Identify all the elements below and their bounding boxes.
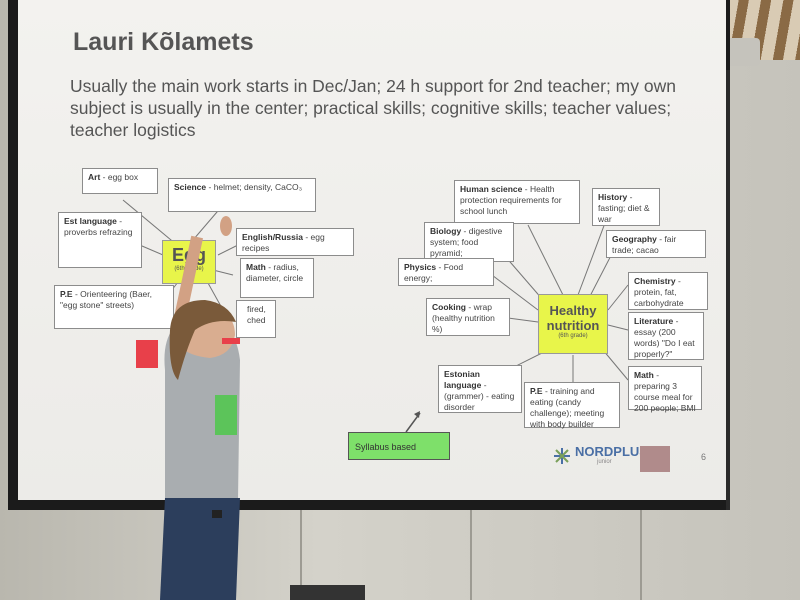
node-title: Cooking	[432, 302, 466, 312]
node-text: - wrap (healthy nutrition %)	[432, 302, 495, 334]
egg-node-english: English/Russia - egg recipes	[236, 228, 354, 256]
node-title: Science	[174, 182, 207, 192]
nutrition-node-literature: Literature - essay (200 words) "Do I eat…	[628, 312, 704, 360]
monitor-top	[290, 585, 365, 600]
node-title: Math	[246, 262, 266, 272]
node-title: English/Russia	[242, 232, 303, 242]
node-text: - radius, diameter, circle	[246, 262, 304, 283]
presenter-hoodie	[164, 315, 240, 505]
nutrition-node-cooking: Cooking - wrap (healthy nutrition %)	[426, 298, 510, 336]
node-title: Estonian language	[444, 369, 482, 390]
slide-number: 6	[701, 452, 707, 462]
node-text: - proverbs refrazing	[64, 216, 133, 237]
node-title: Human science	[460, 184, 523, 194]
node-title: History	[598, 192, 628, 202]
nutrition-node-pe: P.E - training and eating (candy challen…	[524, 382, 620, 429]
nutrition-node-physics: Physics - Food energy;	[398, 258, 494, 286]
node-title: Geography	[612, 234, 657, 244]
node-title: Math	[634, 370, 654, 380]
logo-sub: junior	[597, 459, 612, 465]
projected-slide: Lauri Kõlamets Usually the main work sta…	[18, 0, 726, 500]
egg-node-science: Science - helmet; density, CaCO₃	[168, 178, 316, 212]
node-text: - digestive system; food pyramid;	[430, 226, 503, 258]
egg-node-est-language: Est language - proverbs refrazing	[58, 212, 142, 268]
node-text: - training and eating (candy challenge);…	[530, 386, 605, 429]
node-title: Art	[88, 172, 101, 182]
node-title: Chemistry	[634, 276, 676, 286]
wall-panel-seam	[470, 505, 472, 600]
node-title: Est language	[64, 216, 117, 226]
slide-subtitle: Usually the main work starts in Dec/Jan;…	[70, 76, 676, 140]
wristwatch	[212, 510, 222, 518]
node-text: - egg box	[102, 172, 139, 182]
node-text: - preparing 3 course meal for 200 people…	[634, 370, 696, 413]
presenter-hair	[169, 300, 236, 380]
nutrition-node-estonian: Estonian language - (grammer) - eating d…	[438, 365, 522, 413]
presenter-jeans	[160, 498, 240, 600]
nutrition-node-human-science: Human science - Health protection requir…	[454, 180, 580, 224]
nordplus-logo: NORDPLUS junior	[575, 444, 648, 465]
node-text: - fair trade; cacao	[612, 234, 677, 255]
egg-node-math: Math - radius, diameter, circle	[240, 258, 314, 298]
node-title: P.E	[60, 289, 73, 299]
node-title: Biology	[430, 226, 462, 236]
nordplus-star-icon	[554, 448, 570, 464]
center-label: Healthy nutrition	[546, 303, 600, 333]
red-node-partial	[136, 340, 158, 368]
nutrition-node-geography: Geography - fair trade; cacao	[606, 230, 706, 258]
logo-name: NORDPLUS	[575, 444, 648, 459]
node-text: - (grammer) - eating disorder	[444, 380, 515, 412]
node-title: P.E	[530, 386, 543, 396]
red-projection-on-face	[222, 338, 240, 344]
node-text: - essay (200 words) "Do I eat properly?"	[634, 316, 695, 359]
node-text: - fasting; diet & war	[598, 192, 650, 224]
node-text: fired, ched	[247, 304, 266, 325]
center-sublabel: (6th grade)	[558, 333, 588, 339]
node-text: - Health protection requirements for sch…	[460, 184, 562, 216]
egg-node-art: Art - egg box	[82, 168, 158, 194]
nutrition-node-math: Math - preparing 3 course meal for 200 p…	[628, 366, 702, 413]
partner-logo	[640, 446, 670, 472]
node-text: - helmet; density, CaCO₃	[208, 182, 303, 192]
nutrition-node-chemistry: Chemistry - protein, fat, carbohydrate	[628, 272, 708, 310]
nutrition-center-node: Healthy nutrition (6th grade)	[538, 294, 608, 354]
syllabus-based-label: Syllabus based	[348, 432, 450, 460]
wall-panel-seam	[300, 505, 302, 600]
node-text: - Food energy;	[404, 262, 464, 283]
nutrition-node-history: History - fasting; diet & war	[592, 188, 660, 226]
nutrition-node-biology: Biology - digestive system; food pyramid…	[424, 222, 514, 262]
node-text: - Orienteering (Baer, "egg stone" street…	[60, 289, 152, 310]
slide-title: Lauri Kõlamets	[73, 28, 254, 56]
hoodie-print	[215, 395, 237, 435]
node-title: Physics	[404, 262, 437, 272]
egg-node-partial: fired, ched	[236, 300, 276, 338]
screen-edge	[726, 70, 730, 510]
node-text: - protein, fat, carbohydrate	[634, 276, 684, 308]
presenter-hand	[220, 216, 232, 236]
egg-node-pe: P.E - Orienteering (Baer, "egg stone" st…	[54, 285, 174, 329]
wall-panel-seam	[640, 505, 642, 600]
node-title: Literature	[634, 316, 674, 326]
node-text: - egg recipes	[242, 232, 325, 253]
presenter-arm	[172, 235, 204, 325]
